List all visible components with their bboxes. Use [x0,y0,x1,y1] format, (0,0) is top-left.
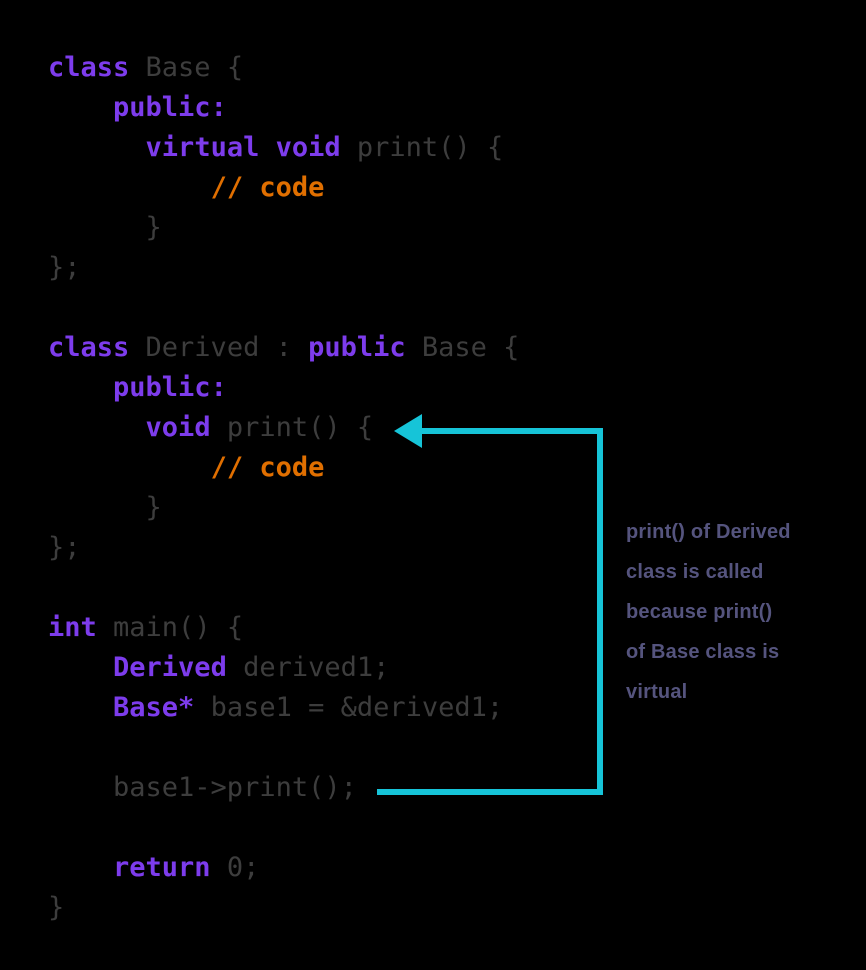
code-line: } [48,208,519,248]
code-token-keyword: class [48,52,130,83]
annotation-text: print() of Derived class is called because… [626,512,851,712]
code-line: Derived derived1; [48,648,519,688]
annotation-line: because print() [626,601,773,623]
code-token-plain [48,172,211,203]
code-token-plain [48,652,113,683]
code-token-plain: } [48,492,162,523]
code-token-keyword: Derived [113,652,227,683]
code-line [48,728,519,768]
annotation-line: virtual [626,681,688,703]
code-line: }; [48,248,519,288]
code-line: virtual void print() { [48,128,519,168]
code-token-plain [48,692,113,723]
arrow-line-top [418,428,603,434]
code-line [48,808,519,848]
code-token-plain: Derived : [129,332,309,363]
code-token-plain: derived1; [226,652,390,683]
arrow-line-vertical [597,428,603,795]
code-token-keyword: public: [113,372,227,403]
code-block: class Base { public: virtual void print(… [48,48,519,928]
code-line: public: [48,88,519,128]
code-token-keyword: int [48,612,97,643]
arrow-line-bottom [377,789,603,795]
annotation-line: class is called [626,561,764,583]
code-token-keyword: public [308,332,406,363]
code-token-plain [259,132,275,163]
code-token-keyword: Base* [113,692,195,723]
code-line: class Base { [48,48,519,88]
code-line [48,568,519,608]
code-token-plain: Base { [405,332,520,363]
code-token-comment: // code [210,172,325,203]
code-token-plain [48,852,113,883]
code-token-comment: // code [210,452,325,483]
code-token-plain: 0; [210,852,260,883]
code-line: // code [48,448,519,488]
code-token-plain: main() { [96,612,244,643]
code-token-plain [48,412,146,443]
code-token-plain: Base { [129,52,244,83]
code-token-plain: print() { [340,132,504,163]
code-line: void print() { [48,408,519,448]
code-line: base1->print(); [48,768,519,808]
code-token-plain: print() { [210,412,374,443]
code-token-plain: base1->print(); [48,772,357,803]
code-token-plain: }; [48,252,81,283]
code-line: return 0; [48,848,519,888]
code-token-plain: } [48,892,65,923]
code-line: Base* base1 = &derived1; [48,688,519,728]
code-line: } [48,888,519,928]
code-line: // code [48,168,519,208]
code-token-keyword: void [145,412,211,443]
code-token-plain [48,372,113,403]
code-line [48,288,519,328]
code-token-plain: } [48,212,162,243]
code-token-keyword: class [48,332,130,363]
code-token-keyword: virtual [145,132,260,163]
code-token-plain [48,92,113,123]
code-line: public: [48,368,519,408]
annotation-line: print() of Derived [626,521,791,543]
code-token-keyword: void [275,132,341,163]
annotation-line: of Base class is [626,641,780,663]
code-token-plain: base1 = &derived1; [194,692,504,723]
code-line: }; [48,528,519,568]
code-token-plain [48,452,211,483]
arrow-head-icon [394,414,422,448]
code-token-keyword: return [113,852,211,883]
code-token-plain [48,132,146,163]
code-token-keyword: public: [113,92,227,123]
code-line: class Derived : public Base { [48,328,519,368]
code-token-plain: }; [48,532,81,563]
code-line: int main() { [48,608,519,648]
code-line: } [48,488,519,528]
